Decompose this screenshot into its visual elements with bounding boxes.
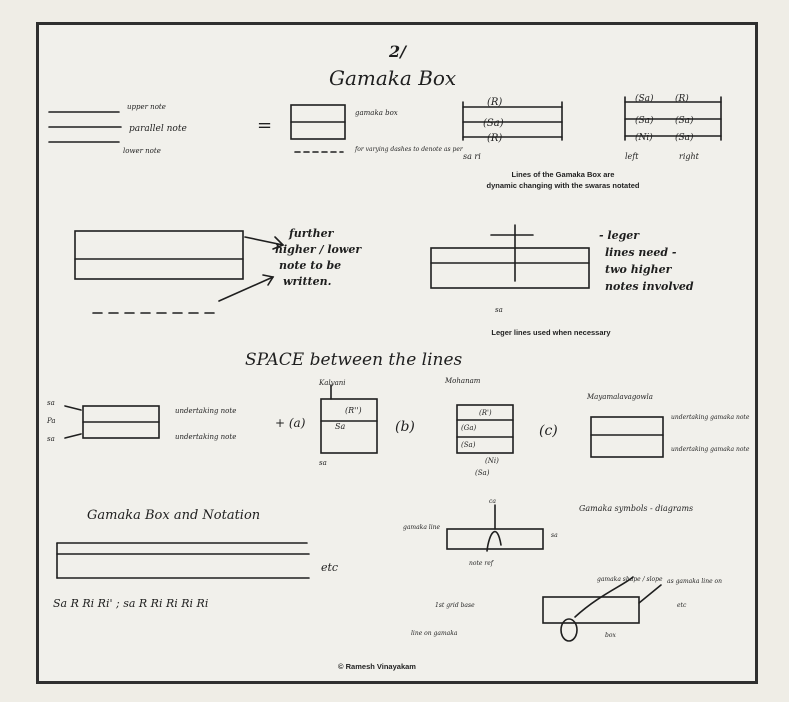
box-b-note-5: (Sa) [475, 469, 490, 477]
dash-note: for varying dashes to denote as per [354, 146, 464, 153]
gamaka-label-2: ca [489, 498, 496, 505]
ledger-note-3: two higher [605, 263, 673, 276]
box-b-note-2: (Ga) [461, 424, 476, 432]
printed-caption-2: Leger lines used when necessary [491, 328, 611, 337]
equals-sign: = [257, 115, 272, 136]
space-left-note-1: undertaking note [175, 407, 236, 415]
box-b-note-4: (Ni) [485, 457, 499, 465]
notation-etc: etc [321, 561, 338, 574]
ledger-note-2: lines need - [605, 246, 677, 259]
ledger-box-label: sa [495, 306, 503, 314]
label-parallel-note: parallel note [129, 124, 187, 134]
grid1-note-1: (R) [487, 97, 502, 108]
grid2-note-1: (Sa) [635, 93, 654, 104]
grid2-note-4: (Sa) [675, 115, 694, 126]
box-b-title: Mohanam [444, 377, 481, 385]
box-c-title: Mayamalavagowla [586, 393, 653, 401]
grid2-note-6: (Sa) [675, 132, 694, 143]
annotation-4: 1st grid base [435, 602, 475, 609]
space-heading: SPACE between the lines [245, 350, 463, 370]
label-upper-note: upper note [127, 103, 166, 111]
gamaka-diagram-box [543, 597, 639, 623]
option-b: (b) [395, 419, 415, 435]
box-a-note-3: sa [319, 459, 327, 467]
footer-copyright: © Ramesh Vinayakam [338, 662, 416, 671]
annotation-2: as gamaka line on [667, 578, 722, 585]
handwritten-notes-canvas: 2/ Gamaka Box upper note parallel note l… [39, 25, 755, 681]
annotation-6: line on gamaka [411, 630, 458, 637]
printed-caption-1a: Lines of the Gamaka Box are [512, 170, 615, 179]
further-note-4: written. [283, 275, 332, 288]
box-b-note-3: (Sa) [461, 441, 476, 449]
gamaka-label-4: note ref [469, 560, 495, 567]
extended-gamaka-box [75, 231, 243, 279]
box-c-note-2: undertaking gamaka note [671, 446, 750, 453]
grid1-note-2: (Sa) [483, 118, 504, 129]
ledger-note-4: notes involved [605, 280, 694, 293]
grid2-note-5: (Ni) [635, 132, 653, 143]
option-a: + (a) [275, 416, 306, 430]
box-c-note-1: undertaking gamaka note [671, 414, 750, 421]
gamaka-label-1: gamaka line [403, 524, 441, 531]
gamaka-box-label: gamaka box [355, 109, 398, 117]
mayamalavagowla-box [591, 417, 663, 457]
notation-formula: Sa R Ri Ri' ; sa R Ri Ri Ri Ri [53, 597, 208, 610]
grid2-note-3: (Sa) [635, 115, 654, 126]
further-note-2: higher / lower [275, 243, 362, 256]
gamaka-label-3: sa [551, 532, 558, 539]
annotation-1: gamaka shape / slope [597, 576, 663, 583]
space-left-label-3: sa [47, 435, 55, 443]
option-c: (c) [539, 423, 558, 439]
grid2-note-2: (R) [675, 93, 689, 104]
page-number: 2/ [388, 42, 408, 61]
document-frame: 2/ Gamaka Box upper note parallel note l… [36, 22, 758, 684]
box-b-note-1: (R') [479, 409, 492, 417]
space-left-label-1: sa [47, 399, 55, 407]
space-left-note-2: undertaking note [175, 433, 236, 441]
ledger-note-1: - leger [599, 229, 640, 242]
further-note-1: further [288, 227, 335, 240]
grid1-caption: sa ri [463, 152, 481, 161]
box-a-title: Kalyani [318, 379, 346, 387]
printed-caption-1b: dynamic changing with the swaras notated [487, 181, 640, 190]
further-note-3: note to be [279, 259, 341, 272]
ledger-gamaka-box [431, 248, 589, 288]
box-a-note-2: Sa [335, 422, 345, 431]
label-lower-note: lower note [123, 147, 161, 155]
gamaka-symbols-heading: Gamaka symbols - diagrams [579, 504, 693, 513]
annotation-5: box [605, 632, 616, 639]
space-left-label-2: Pa [46, 417, 56, 425]
grid1-note-3: (R) [487, 133, 502, 144]
notation-heading: Gamaka Box and Notation [87, 508, 260, 523]
annotation-3: etc [677, 602, 687, 609]
box-a-note-1: (R'') [345, 406, 362, 415]
page-title: Gamaka Box [329, 66, 456, 90]
grid2-caption-right: right [679, 152, 700, 161]
grid2-caption-left: left [625, 152, 639, 161]
